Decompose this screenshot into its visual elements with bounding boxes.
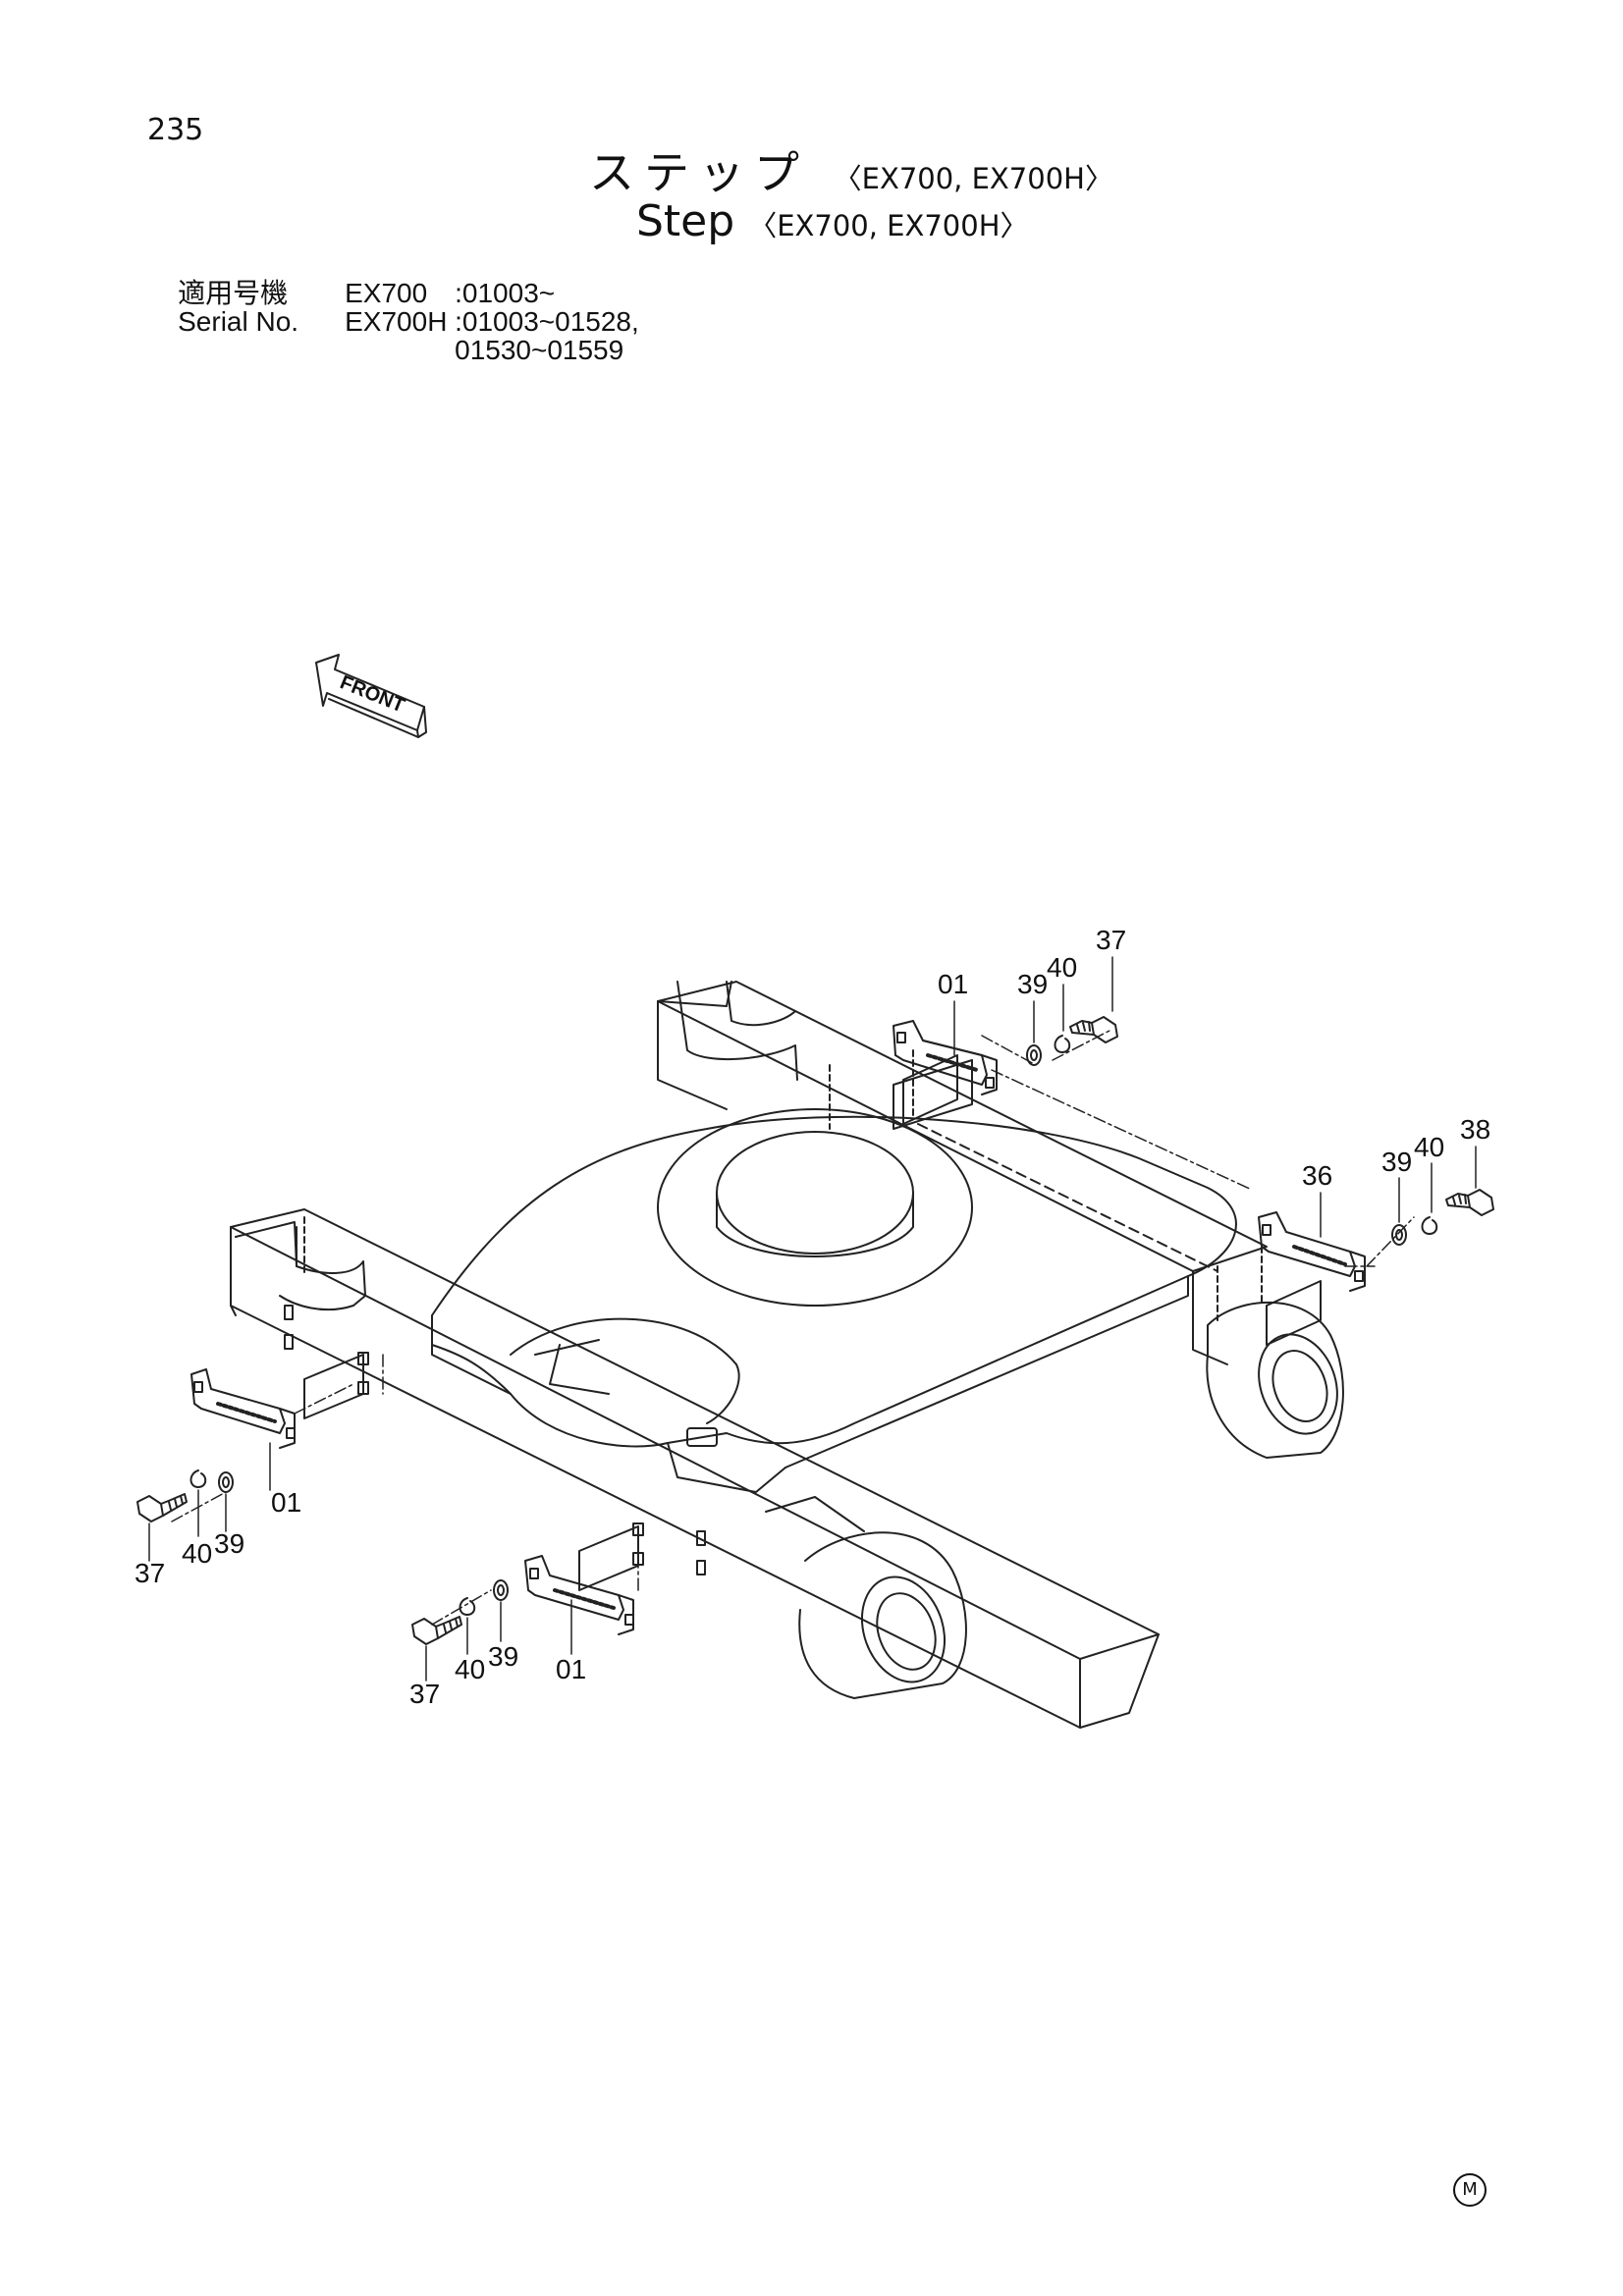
callout-right-bracket: 36 — [1302, 1160, 1332, 1191]
title-english: Step 〈EX700, EX700H〉 — [636, 196, 1029, 246]
callout-left-washer: 39 — [214, 1528, 244, 1559]
callout-bottom-lockwasher: 40 — [455, 1654, 485, 1684]
callout-top-bolt: 37 — [1096, 925, 1126, 955]
callout-bottom-bolt: 37 — [409, 1679, 440, 1709]
callout-bottom-bracket: 01 — [556, 1654, 586, 1684]
washer-icon — [1391, 1224, 1407, 1246]
track-frame — [230, 981, 1344, 1729]
front-label: FRONT — [337, 671, 407, 717]
washer-icon — [1026, 1044, 1042, 1066]
serial-model: EX700H — [345, 306, 448, 337]
callout-leaders — [148, 956, 1477, 1682]
page-number: 235 — [147, 113, 204, 147]
callout-bottom-washer: 39 — [488, 1641, 518, 1672]
serial-block: 適用号機 EX700 :01003~ Serial No. EX700H:01003~… — [147, 250, 639, 364]
bolt-icon — [411, 1616, 462, 1645]
serial-range: 01530~01559 — [455, 335, 624, 365]
step-bracket-right — [1258, 1211, 1366, 1346]
lock-washer-icon — [459, 1597, 476, 1616]
bolt-icon — [1445, 1189, 1494, 1216]
step-bracket-left — [190, 1352, 369, 1449]
serial-row: Serial No. EX700H:01003~01528, — [147, 279, 639, 336]
washer-icon — [493, 1579, 509, 1601]
serial-label-en: Serial No. — [178, 306, 299, 337]
callout-left-bolt: 37 — [135, 1558, 165, 1588]
title-en-models: 〈EX700, EX700H〉 — [748, 209, 1029, 242]
assembly-leaders — [171, 1030, 1415, 1626]
bolt-icon — [1069, 1016, 1118, 1043]
callout-top-bracket: 01 — [938, 969, 968, 999]
title-japanese: ステップ 〈EX700, EX700H〉 — [589, 137, 1113, 202]
serial-label-jp: 適用号機 — [178, 278, 289, 308]
serial-range: :01003~01528, — [455, 306, 639, 337]
serial-row: 01530~01559 — [147, 307, 639, 364]
serial-range: :01003~ — [455, 278, 556, 308]
step-bracket-top — [893, 1020, 998, 1125]
lock-washer-icon — [189, 1469, 207, 1488]
m-mark-icon: M — [1453, 2173, 1487, 2207]
step-bracket-bottom — [524, 1522, 644, 1635]
callout-left-lockwasher: 40 — [182, 1538, 212, 1569]
washer-icon — [218, 1471, 234, 1493]
bolt-icon — [136, 1493, 188, 1522]
callout-top-washer: 39 — [1017, 969, 1048, 999]
lock-washer-icon — [1421, 1216, 1438, 1235]
callout-top-lockwasher: 40 — [1047, 952, 1077, 983]
title-jp-models: 〈EX700, EX700H〉 — [833, 162, 1113, 195]
callout-right-bolt: 38 — [1460, 1114, 1490, 1145]
front-arrow-icon — [315, 654, 427, 738]
serial-row: 適用号機 EX700 :01003~ — [147, 250, 639, 307]
title-jp-text: ステップ — [589, 146, 809, 199]
lock-washer-icon — [1054, 1035, 1071, 1053]
callout-left-bracket: 01 — [271, 1487, 301, 1518]
callout-right-lockwasher: 40 — [1414, 1132, 1444, 1162]
serial-model: EX700 — [345, 278, 428, 308]
callout-right-washer: 39 — [1381, 1147, 1412, 1177]
title-en-text: Step — [636, 196, 735, 246]
